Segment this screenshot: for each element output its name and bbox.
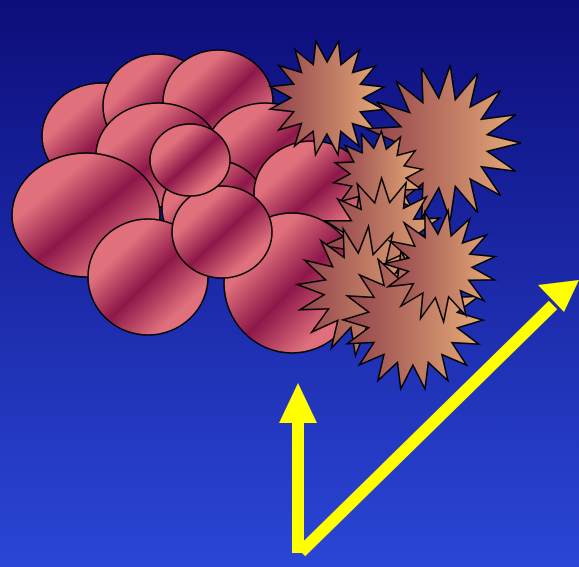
circle-11 <box>172 186 272 278</box>
circle-12 <box>150 124 230 196</box>
